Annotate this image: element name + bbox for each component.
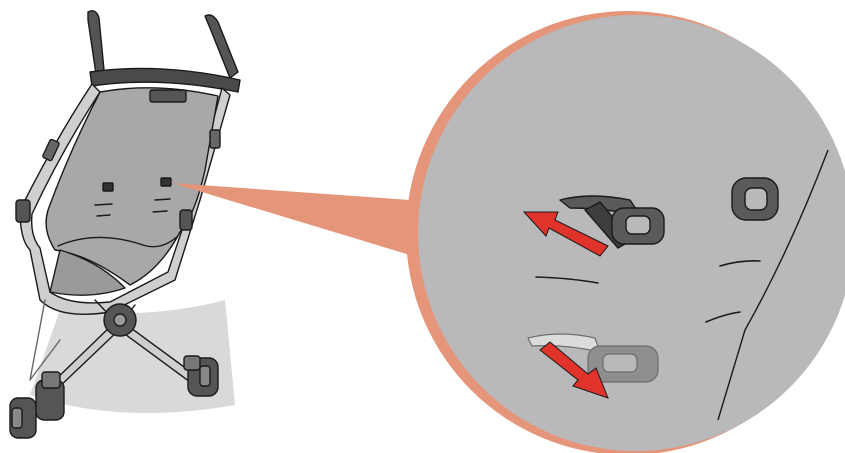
stroller-illustration bbox=[9, 10, 241, 439]
lower-harness-buckle-ghost bbox=[527, 333, 659, 383]
right-handle bbox=[204, 14, 239, 79]
harness-slot-right bbox=[160, 177, 172, 187]
headrest-clip bbox=[149, 89, 187, 103]
left-hinge bbox=[15, 199, 31, 223]
right-side-clip bbox=[209, 129, 221, 149]
top-bar bbox=[89, 67, 241, 93]
seat-slot-marks bbox=[94, 198, 171, 217]
right-hinge bbox=[179, 209, 193, 231]
left-side-clip bbox=[42, 138, 60, 162]
fixed-buckle bbox=[731, 177, 779, 221]
upper-harness-buckle bbox=[559, 195, 665, 249]
rear-wheel-left bbox=[9, 397, 37, 439]
arrow-down-right-icon bbox=[539, 341, 609, 399]
basket-line bbox=[29, 299, 61, 381]
zoom-fold-lines bbox=[535, 260, 761, 323]
seat-back bbox=[45, 87, 219, 286]
frame-pivot-cap bbox=[113, 313, 127, 327]
harness-slot-left bbox=[102, 182, 114, 192]
ground-shadow bbox=[30, 300, 235, 413]
left-handle bbox=[87, 10, 105, 75]
seat-fold bbox=[57, 235, 179, 248]
zoom-detail bbox=[406, 11, 845, 453]
zoom-seat-seam bbox=[717, 149, 829, 421]
front-wheel bbox=[183, 355, 219, 397]
zoom-callout-beam bbox=[172, 183, 410, 255]
seat-bottom bbox=[49, 249, 126, 296]
arrow-up-left-icon bbox=[522, 211, 609, 257]
rear-wheel bbox=[35, 371, 65, 421]
